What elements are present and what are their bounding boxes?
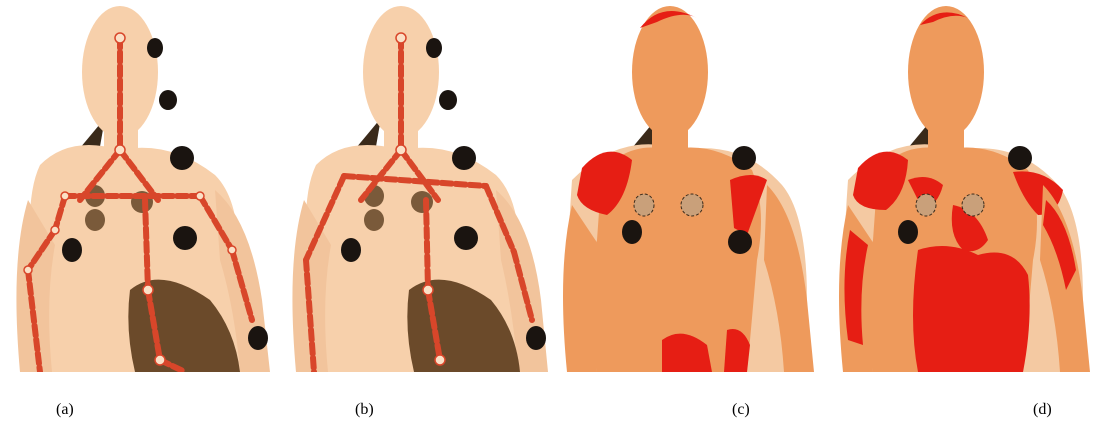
panel-c [552, 0, 828, 372]
body-mesh [563, 6, 814, 372]
figure-segmentation-coarse [552, 0, 828, 372]
caption-d: (d) [1033, 402, 1052, 418]
body-mesh [16, 6, 270, 372]
caption-c: (c) [732, 402, 750, 418]
panel-b [276, 0, 552, 372]
panel-a [0, 0, 276, 372]
caption-a: (a) [56, 402, 74, 418]
body-mesh [292, 6, 548, 372]
figure-skeleton-joints [0, 0, 276, 372]
figure-skeleton-refined [276, 0, 552, 372]
figure-segmentation-fine [828, 0, 1103, 372]
panel-d [828, 0, 1103, 372]
caption-b: (b) [355, 402, 374, 418]
body-mesh [839, 6, 1090, 372]
